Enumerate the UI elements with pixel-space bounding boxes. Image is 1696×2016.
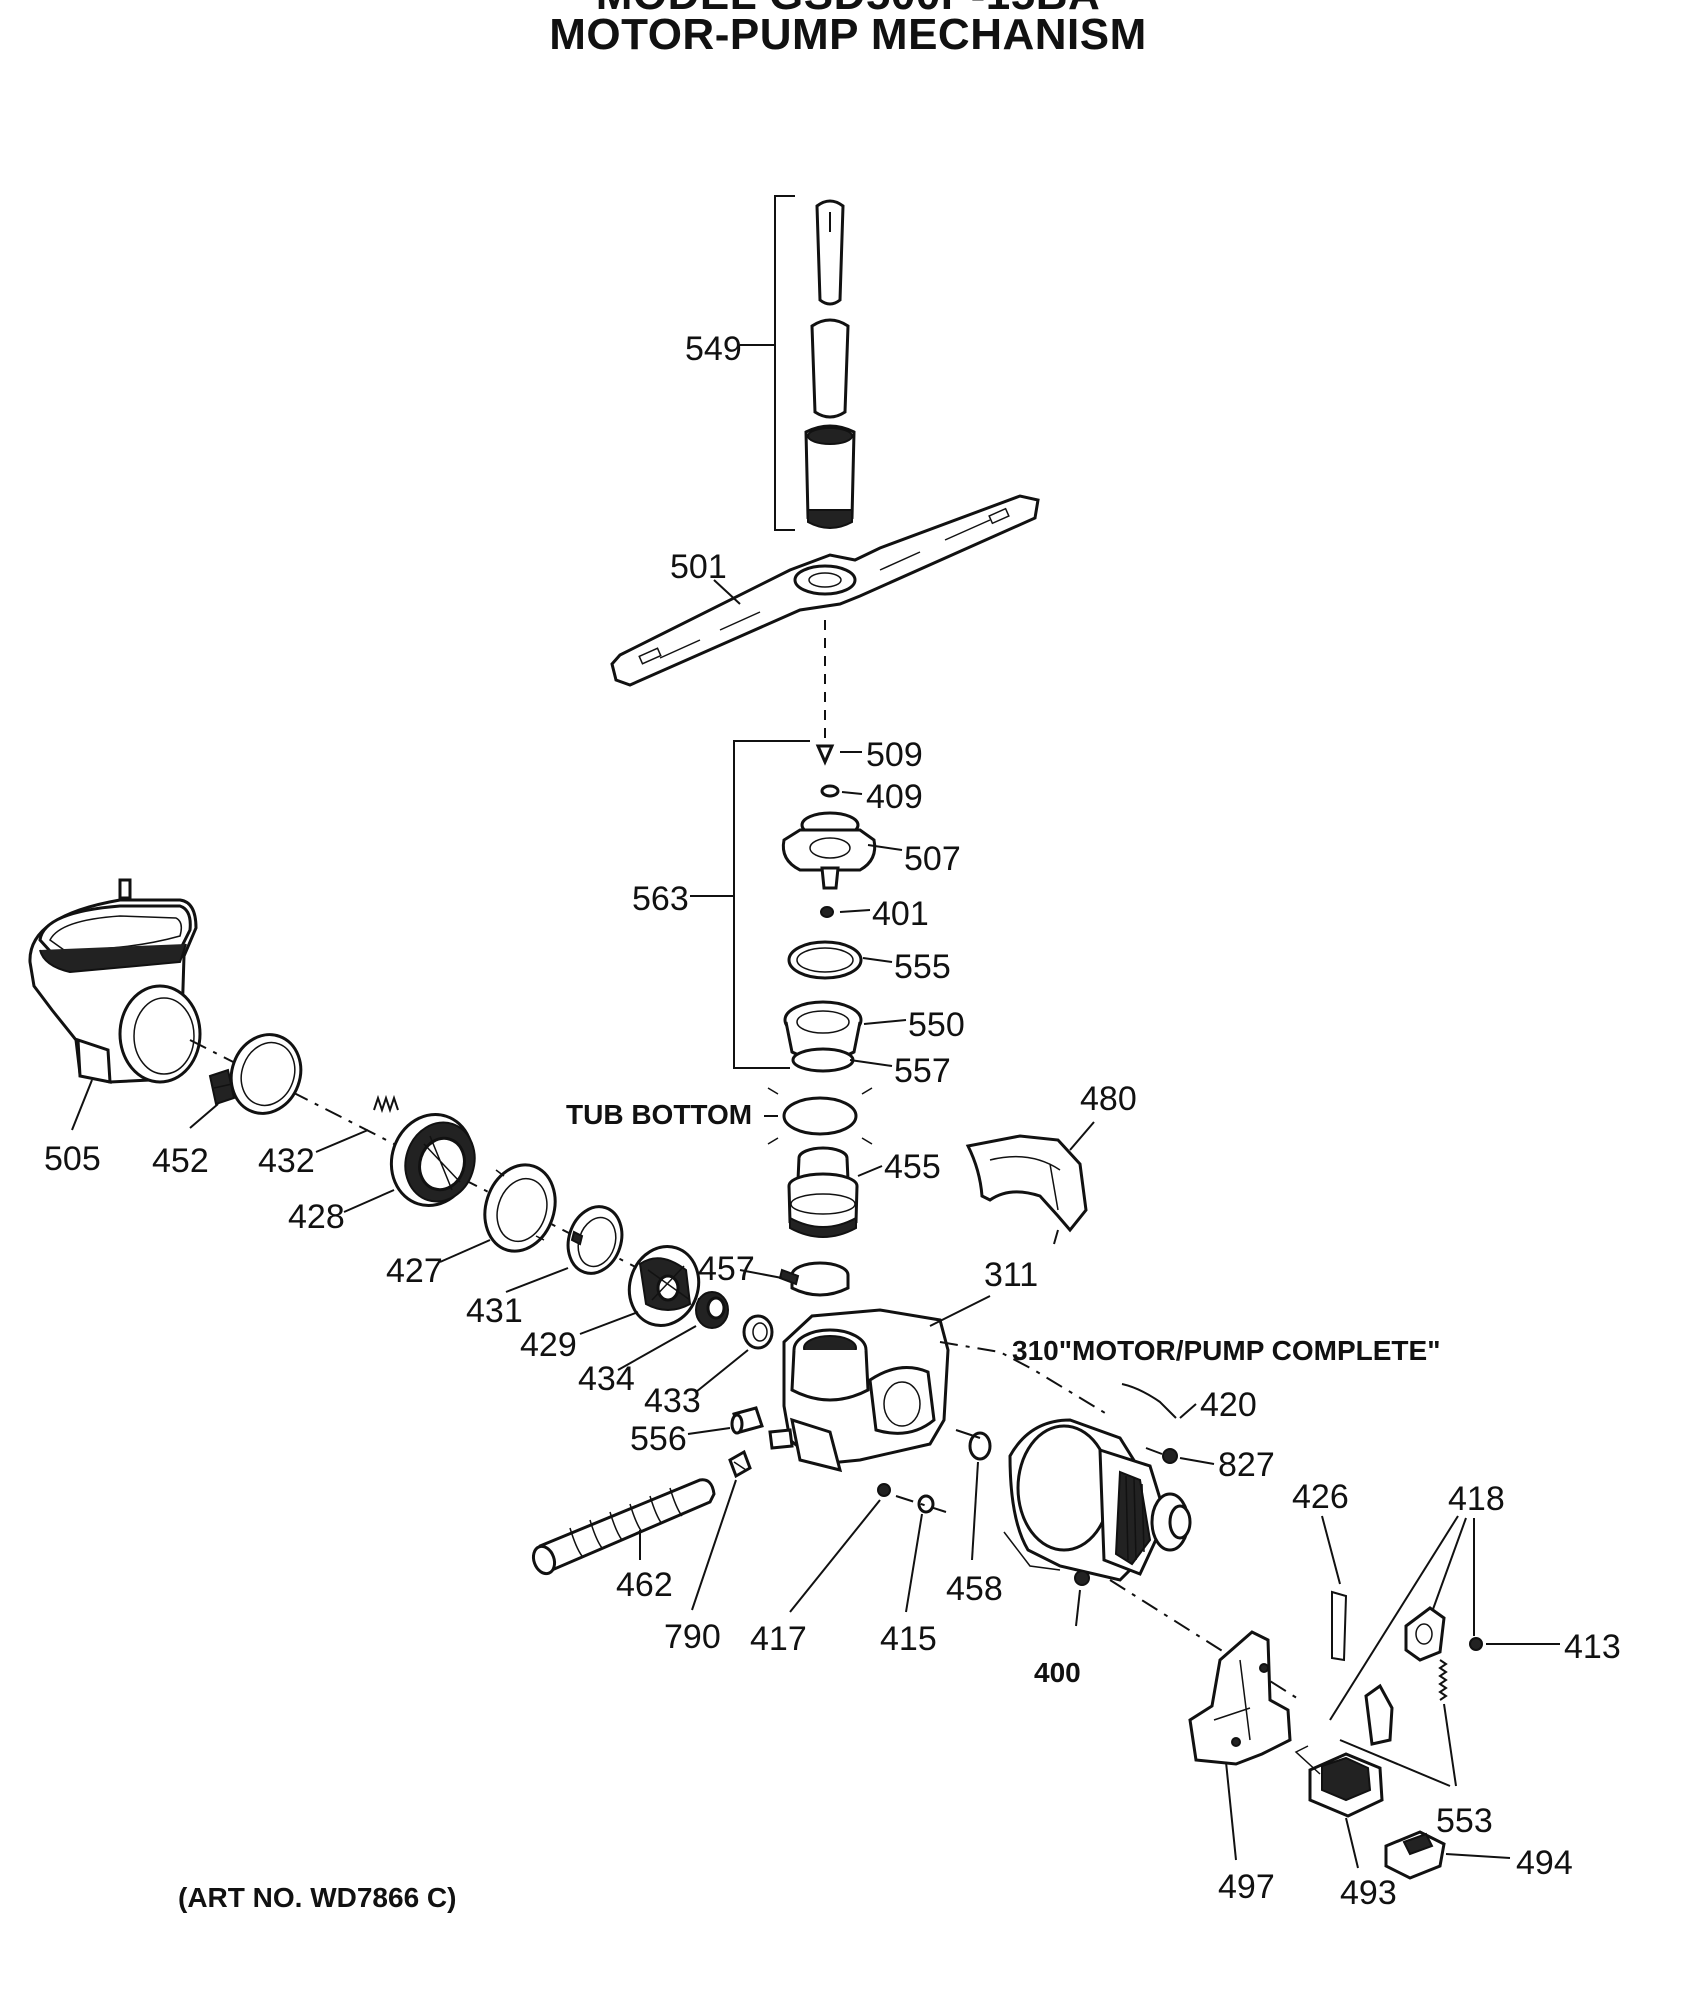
part-458-gasket (968, 1431, 992, 1461)
part-431-ring (566, 1205, 624, 1275)
callout-457: 457 (698, 1250, 755, 1288)
callout-401: 401 (872, 895, 929, 933)
part-556-fitting (730, 1406, 764, 1435)
callout-553: 553 (1436, 1802, 1493, 1840)
part-418-lever (1364, 1606, 1446, 1746)
part-507-hub (781, 811, 877, 890)
part-509-screw (815, 744, 835, 766)
part-455-sump (787, 1146, 859, 1238)
part-827-screw (1162, 1448, 1178, 1464)
part-457-clamp (778, 1261, 850, 1297)
callout-tub-bottom: TUB BOTTOM (566, 1099, 752, 1130)
part-433-seal (742, 1314, 774, 1350)
callout-431: 431 (466, 1292, 523, 1330)
callout-549: 549 (685, 330, 742, 368)
callout-501: 501 (670, 548, 727, 586)
callout-790: 790 (664, 1618, 721, 1656)
part-452-clamp (208, 1033, 303, 1115)
callout-427: 427 (386, 1252, 443, 1290)
part-415-washer (917, 1494, 935, 1514)
part-426-pin (1331, 1590, 1348, 1662)
callout-505: 505 (44, 1140, 101, 1178)
callout-452: 452 (152, 1142, 209, 1180)
part-428-impeller (389, 1113, 476, 1207)
part-480-deflector (965, 1134, 1088, 1245)
part-497-bracket (1188, 1630, 1292, 1766)
callout-455: 455 (884, 1148, 941, 1186)
callout-417: 417 (750, 1620, 807, 1658)
part-401-ball (820, 906, 834, 918)
callout-433: 433 (644, 1382, 701, 1420)
page-title: MOTOR-PUMP MECHANISM (549, 10, 1147, 59)
callout-418: 418 (1448, 1480, 1505, 1518)
callout-480: 480 (1080, 1080, 1137, 1118)
callout-311: 311 (984, 1256, 1038, 1294)
tub-bottom-opening (782, 1096, 858, 1136)
callout-493: 493 (1340, 1874, 1397, 1912)
part-462-hose (531, 1478, 716, 1576)
callout-413: 413 (1564, 1628, 1621, 1666)
part-494-plunger (1384, 1830, 1446, 1880)
part-501-spray-arm (610, 494, 1040, 687)
callout-428: 428 (288, 1198, 345, 1236)
callout-497: 497 (1218, 1868, 1275, 1906)
callout-415: 415 (880, 1620, 937, 1658)
part-553-spring (1438, 1659, 1448, 1701)
part-790-clip (728, 1449, 752, 1479)
part-493-solenoid (1294, 1745, 1384, 1818)
part-557-gasket (791, 1047, 855, 1073)
callout-827: 827 (1218, 1446, 1275, 1484)
callout-426: 426 (1292, 1478, 1349, 1516)
part-429-pump-impeller (627, 1245, 701, 1327)
callout-556: 556 (630, 1420, 687, 1458)
callout-434: 434 (578, 1360, 635, 1398)
callout-550: 550 (908, 1006, 965, 1044)
callout-400: 400 (1034, 1657, 1081, 1688)
callout-563: 563 (632, 880, 689, 918)
callout-310-motor-pump-complete: 310"MOTOR/PUMP COMPLETE" (1012, 1335, 1440, 1366)
callout-509: 509 (866, 736, 923, 774)
part-417-nut (877, 1483, 891, 1497)
art-number: (ART NO. WD7866 C) (178, 1882, 457, 1913)
part-413-screw (1469, 1637, 1483, 1651)
part-432-spring (373, 1094, 399, 1114)
callout-494: 494 (1516, 1844, 1573, 1882)
callout-432: 432 (258, 1142, 315, 1180)
callout-462: 462 (616, 1566, 673, 1604)
part-420-wire (1121, 1383, 1177, 1419)
part-549-spray-tube (740, 195, 856, 531)
callout-409: 409 (866, 778, 923, 816)
callout-429: 429 (520, 1326, 577, 1364)
part-400-screw (1074, 1570, 1090, 1586)
part-motor (1003, 1418, 1192, 1582)
part-409-washer (820, 784, 840, 798)
model-title: MODEL GSD500P-15BA (0, 0, 1696, 20)
part-427-cover (483, 1163, 557, 1253)
part-505-housing (28, 878, 202, 1084)
part-311-pump-housing (768, 1308, 950, 1473)
callout-458: 458 (946, 1570, 1003, 1608)
callout-507: 507 (904, 840, 961, 878)
callout-555: 555 (894, 948, 951, 986)
callout-557: 557 (894, 1052, 951, 1090)
callout-420: 420 (1200, 1386, 1257, 1424)
